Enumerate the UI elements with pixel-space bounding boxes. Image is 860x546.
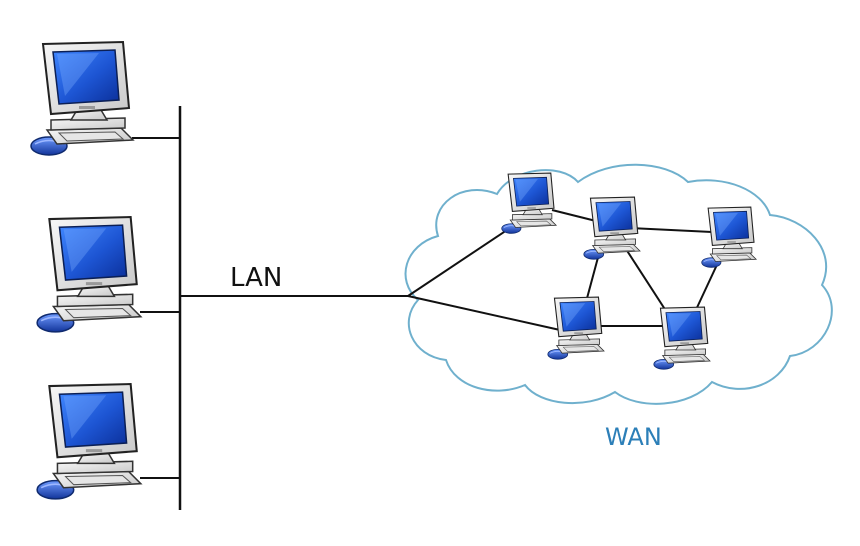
wan-link <box>623 245 669 315</box>
wan-link <box>551 209 601 223</box>
computer-icon <box>29 40 135 157</box>
wan-link <box>407 219 523 297</box>
wan-link <box>407 295 561 331</box>
wan-link <box>629 227 713 233</box>
computer-icon <box>36 215 142 333</box>
lan-label: LAN <box>230 263 282 293</box>
wan-label: WAN <box>605 423 662 451</box>
computer-icon <box>36 382 142 500</box>
